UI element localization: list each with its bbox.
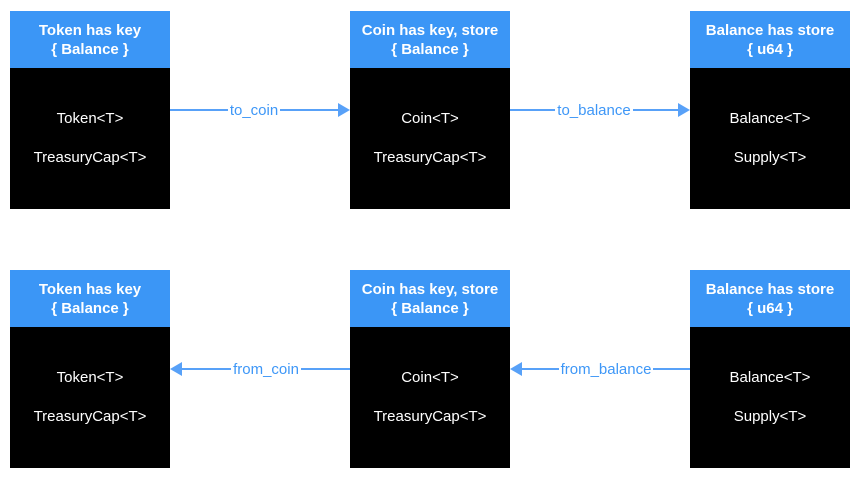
arrow-line xyxy=(182,368,232,370)
box-header-line2: { u64 } xyxy=(747,40,793,58)
struct-field: Coin<T> xyxy=(401,369,459,386)
box-balance-row1: Balance has store { u64 } Balance<T> Sup… xyxy=(690,11,850,209)
arrowhead-right-icon xyxy=(678,103,690,117)
arrow-label-to-coin: to_coin xyxy=(229,101,279,119)
struct-field: TreasuryCap<T> xyxy=(33,149,147,166)
struct-field: TreasuryCap<T> xyxy=(33,408,147,425)
struct-field: Supply<T> xyxy=(733,149,807,166)
box-coin-row2-header: Coin has key, store { Balance } xyxy=(350,270,510,327)
box-token-row1-body: Token<T> TreasuryCap<T> xyxy=(10,68,170,209)
box-header-line1: Coin has key, store xyxy=(361,280,499,298)
box-token-row1-header: Token has key { Balance } xyxy=(10,11,170,68)
box-header-line2: { Balance } xyxy=(391,40,469,58)
arrow-line xyxy=(653,368,691,370)
arrow-line xyxy=(522,368,559,370)
box-header-line1: Balance has store xyxy=(705,280,835,298)
arrow-to-coin: to_coin xyxy=(170,98,350,122)
struct-field: Coin<T> xyxy=(401,110,459,127)
struct-field: Token<T> xyxy=(56,369,124,386)
box-token-row2-header: Token has key { Balance } xyxy=(10,270,170,327)
arrow-from-balance: from_balance xyxy=(510,357,691,381)
box-header-line1: Token has key xyxy=(38,21,142,39)
struct-field: Balance<T> xyxy=(729,110,811,127)
box-coin-row2: Coin has key, store { Balance } Coin<T> … xyxy=(350,270,510,468)
struct-field: Token<T> xyxy=(56,110,124,127)
box-token-row1: Token has key { Balance } Token<T> Treas… xyxy=(10,11,170,209)
box-coin-row1-body: Coin<T> TreasuryCap<T> xyxy=(350,68,510,209)
arrow-line xyxy=(510,109,556,111)
struct-field: TreasuryCap<T> xyxy=(373,408,487,425)
box-header-line2: { Balance } xyxy=(51,299,129,317)
arrowhead-right-icon xyxy=(338,103,350,117)
arrow-label-from-balance: from_balance xyxy=(560,360,652,378)
arrow-line xyxy=(632,109,678,111)
arrow-to-balance: to_balance xyxy=(510,98,690,122)
box-coin-row2-body: Coin<T> TreasuryCap<T> xyxy=(350,327,510,468)
box-header-line2: { u64 } xyxy=(747,299,793,317)
box-balance-row2-body: Balance<T> Supply<T> xyxy=(690,327,850,468)
box-balance-row2: Balance has store { u64 } Balance<T> Sup… xyxy=(690,270,850,468)
box-balance-row1-header: Balance has store { u64 } xyxy=(690,11,850,68)
arrow-line xyxy=(280,109,338,111)
box-coin-row1-header: Coin has key, store { Balance } xyxy=(350,11,510,68)
box-header-line1: Coin has key, store xyxy=(361,21,499,39)
box-header-line2: { Balance } xyxy=(391,299,469,317)
box-header-line1: Balance has store xyxy=(705,21,835,39)
box-balance-row1-body: Balance<T> Supply<T> xyxy=(690,68,850,209)
box-balance-row2-header: Balance has store { u64 } xyxy=(690,270,850,327)
arrow-label-to-balance: to_balance xyxy=(557,101,631,119)
box-header-line2: { Balance } xyxy=(51,40,129,58)
arrow-from-coin: from_coin xyxy=(170,357,351,381)
arrow-label-from-coin: from_coin xyxy=(233,360,299,378)
struct-field: Balance<T> xyxy=(729,369,811,386)
box-token-row2: Token has key { Balance } Token<T> Treas… xyxy=(10,270,170,468)
arrow-line xyxy=(300,368,351,370)
box-token-row2-body: Token<T> TreasuryCap<T> xyxy=(10,327,170,468)
box-coin-row1: Coin has key, store { Balance } Coin<T> … xyxy=(350,11,510,209)
arrow-line xyxy=(170,109,228,111)
struct-field: Supply<T> xyxy=(733,408,807,425)
struct-field: TreasuryCap<T> xyxy=(373,149,487,166)
arrowhead-left-icon xyxy=(170,362,182,376)
box-header-line1: Token has key xyxy=(38,280,142,298)
arrowhead-left-icon xyxy=(510,362,522,376)
